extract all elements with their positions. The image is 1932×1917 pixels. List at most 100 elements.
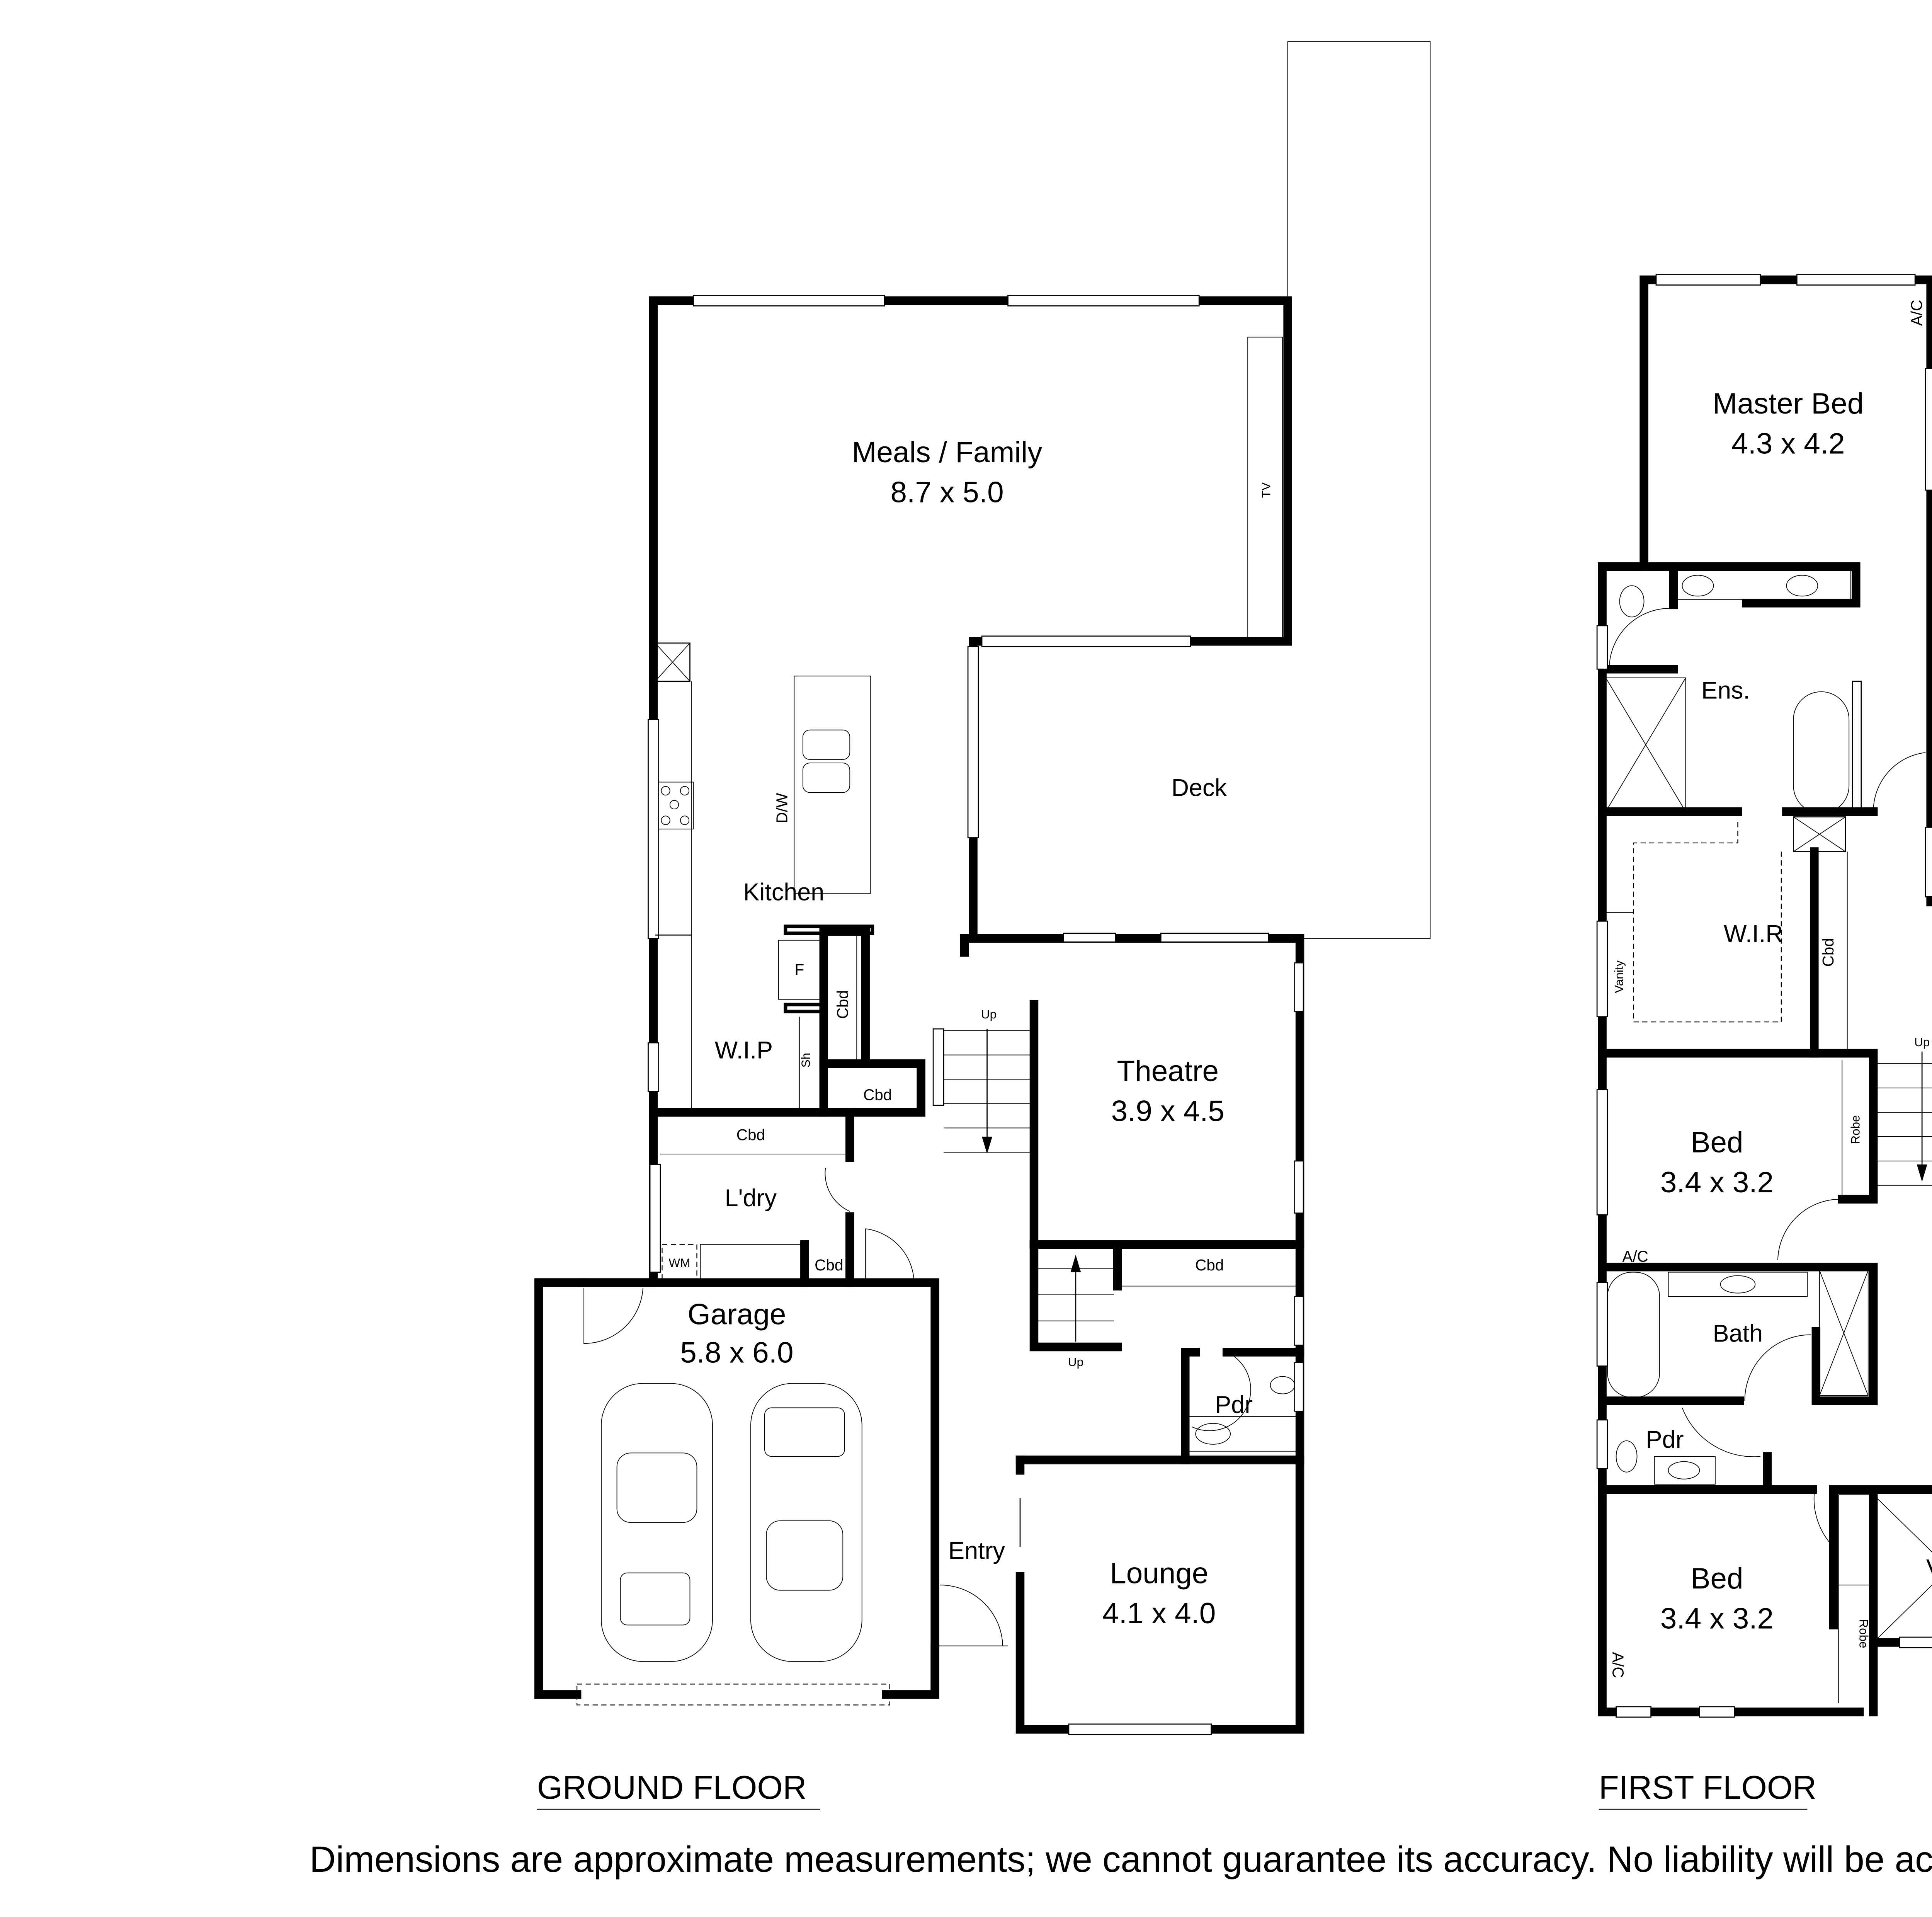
garage-door	[577, 1684, 890, 1706]
wall	[534, 1108, 658, 1699]
tv-unit	[1247, 337, 1283, 642]
window	[1068, 1723, 1212, 1735]
stairs-up-label: Up	[981, 1008, 997, 1021]
cbd-label: Cbd	[1819, 938, 1837, 967]
wall	[1015, 1456, 1304, 1734]
cbd-label: Cbd	[863, 1086, 892, 1103]
stairs-up-label: Up	[1068, 1355, 1083, 1369]
appliance	[655, 642, 690, 682]
deck-outline	[1287, 41, 1431, 939]
window	[1616, 1706, 1651, 1718]
basin-icon	[1786, 575, 1818, 597]
room-name-entry: Entry	[948, 1537, 1005, 1565]
toilet-icon	[1270, 1376, 1295, 1394]
window	[1160, 933, 1269, 943]
window	[1796, 274, 1916, 286]
ac-label: A/C	[1609, 1652, 1627, 1678]
room-dims-master-bed: 4.3 x 4.2	[1731, 427, 1845, 460]
ac-label: A/C	[1622, 1248, 1648, 1265]
ground-floor-title: GROUND FLOOR	[537, 1769, 807, 1806]
car-icon	[601, 1383, 713, 1662]
room-dims-theatre: 3.9 x 4.5	[1111, 1095, 1225, 1127]
room-name-laundry: L'dry	[725, 1185, 777, 1212]
window	[1063, 933, 1116, 943]
door-swing	[865, 1228, 915, 1283]
room-dims-meals-family: 8.7 x 5.0	[890, 476, 1003, 509]
room-name-wir: W.I.R	[1724, 920, 1783, 947]
basin-icon	[1195, 1423, 1231, 1445]
robe-label: Robe	[1857, 1619, 1870, 1648]
disclaimer-text: Dimensions are approximate measurements;…	[310, 1839, 1932, 1880]
room-dims-garage: 5.8 x 6.0	[680, 1336, 793, 1369]
room-name-garage: Garage	[687, 1298, 786, 1331]
staircase	[932, 1028, 1031, 1154]
window	[1294, 962, 1304, 1012]
staircase	[1877, 1051, 1932, 1186]
wall	[1639, 275, 1932, 907]
window	[1596, 920, 1608, 1017]
room-name-lounge: Lounge	[1110, 1557, 1208, 1590]
sliding-door	[967, 646, 979, 838]
fridge-label: F	[794, 961, 804, 979]
cbd-label: Cbd	[1195, 1256, 1224, 1274]
robe-label: Robe	[1849, 1115, 1862, 1144]
room-name-theatre: Theatre	[1117, 1055, 1219, 1088]
dishwasher-label: D/W	[773, 793, 791, 823]
room-name-powder: Pdr	[1215, 1391, 1253, 1418]
shower	[1819, 1270, 1869, 1396]
room-name-ensuite: Ens.	[1701, 677, 1750, 704]
wall	[1029, 934, 1304, 1249]
window	[1925, 827, 1932, 897]
vanity	[1654, 1456, 1716, 1485]
linen	[1793, 816, 1846, 852]
room-name-wip: W.I.P	[715, 1037, 773, 1064]
room-name-bed-2: Bed	[1690, 1126, 1743, 1159]
window	[649, 1164, 661, 1273]
cbd-label: Cbd	[834, 990, 852, 1019]
stairs-up-label: Up	[1914, 1035, 1930, 1049]
room-name-kitchen: Kitchen	[743, 878, 824, 906]
window	[1596, 1282, 1608, 1367]
window	[1655, 274, 1761, 286]
staircase	[1037, 1255, 1114, 1342]
window	[1294, 1160, 1304, 1214]
room-name-master-bed: Master Bed	[1713, 387, 1864, 420]
cbd-label: Cbd	[815, 1256, 843, 1274]
sink-icon	[802, 729, 850, 760]
cooktop-icon	[658, 781, 694, 829]
basin-icon	[1682, 575, 1714, 597]
room-name-bed-3: Bed	[1690, 1562, 1743, 1595]
window	[1007, 295, 1200, 306]
first-floor-title: FIRST FLOOR	[1599, 1769, 1816, 1806]
room-dims-lounge: 4.1 x 4.0	[1102, 1597, 1216, 1630]
door-swing	[1873, 752, 1926, 812]
ac-label: A/C	[1908, 300, 1925, 326]
room-name-void: Void	[1926, 1555, 1932, 1582]
toilet-icon	[1619, 585, 1645, 618]
window	[1596, 1089, 1608, 1216]
window	[1699, 1706, 1735, 1718]
first-floor-plan	[1596, 274, 1932, 1718]
wall	[649, 296, 1292, 1117]
bathtub-icon	[1607, 1272, 1660, 1398]
vanity	[1668, 1272, 1808, 1297]
toilet-icon	[1616, 1440, 1638, 1473]
room-dims-bed-2: 3.4 x 3.2	[1660, 1166, 1774, 1199]
door-swing	[1609, 608, 1670, 667]
door-swing	[583, 1288, 643, 1344]
vanity	[1677, 570, 1851, 600]
sink-icon	[802, 763, 850, 793]
window	[1596, 625, 1608, 670]
vanity	[1188, 1416, 1297, 1452]
room-name-meals-family: Meals / Family	[852, 436, 1043, 469]
window	[1899, 1636, 1932, 1648]
door-swing	[1813, 1493, 1834, 1547]
room-dims-bed-3: 3.4 x 3.2	[1660, 1602, 1774, 1635]
room-name-bath: Bath	[1713, 1320, 1763, 1347]
linen	[1838, 1494, 1871, 1586]
sliding-door	[981, 635, 1191, 647]
shelf-label: Sh	[799, 1053, 813, 1067]
room-name-powder-first: Pdr	[1646, 1426, 1684, 1453]
bathtub-icon	[1793, 691, 1850, 814]
